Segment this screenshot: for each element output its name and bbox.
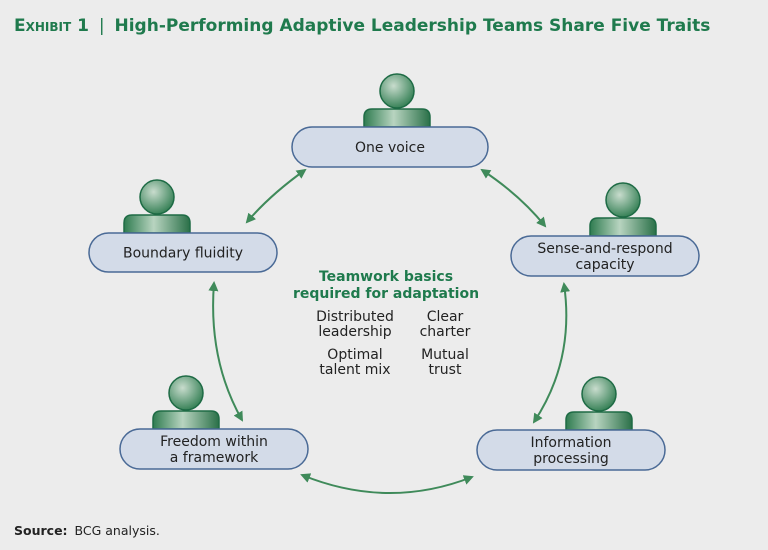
trait-boundary-fluidity: Boundary fluidity — [88, 179, 278, 273]
trait-label: Sense-and-respond — [537, 241, 672, 257]
trait-box — [119, 428, 309, 470]
trait-box — [291, 126, 489, 168]
center-heading-2: required for adaptation — [293, 286, 479, 302]
trait-label: a framework — [170, 450, 259, 466]
arrow-one-voice-sense — [480, 168, 547, 228]
arrow-sense-information — [532, 282, 571, 424]
trait-label: capacity — [575, 257, 634, 273]
trait-label: One voice — [355, 140, 425, 156]
basic-clear-charter: Clear — [427, 309, 464, 325]
trait-box — [476, 429, 666, 471]
arrow-boundary-freedom — [208, 281, 243, 422]
basic-mutual-trust: trust — [429, 362, 462, 378]
basic-distributed-leadership: Distributed — [316, 309, 394, 325]
trait-label: Boundary fluidity — [123, 246, 243, 262]
basic-clear-charter: charter — [420, 324, 471, 340]
center-heading-1: Teamwork basics — [319, 269, 453, 285]
trait-label: Information — [530, 435, 611, 451]
trait-box — [510, 235, 700, 277]
trait-one-voice: One voice — [291, 73, 489, 168]
person-icon — [565, 376, 633, 431]
basic-mutual-trust: Mutual — [421, 347, 469, 363]
person-icon — [363, 73, 431, 128]
arrow-one-voice-boundary — [245, 168, 307, 224]
trait-label: processing — [533, 451, 608, 467]
basic-optimal-talent-mix: talent mix — [319, 362, 390, 378]
person-icon — [152, 375, 220, 430]
person-icon — [589, 182, 657, 237]
teamwork-basics: Teamwork basics required for adaptation … — [293, 269, 479, 378]
source-note: Source: BCG analysis. — [14, 523, 160, 538]
basic-optimal-talent-mix: Optimal — [327, 347, 382, 363]
person-icon — [123, 179, 191, 234]
trait-label: Freedom within — [160, 434, 268, 450]
trait-box — [88, 232, 278, 273]
exhibit-title: Exhibit 1 | High-Performing Adaptive Lea… — [14, 16, 710, 36]
basic-distributed-leadership: leadership — [318, 324, 391, 340]
arrow-freedom-information — [300, 473, 474, 494]
